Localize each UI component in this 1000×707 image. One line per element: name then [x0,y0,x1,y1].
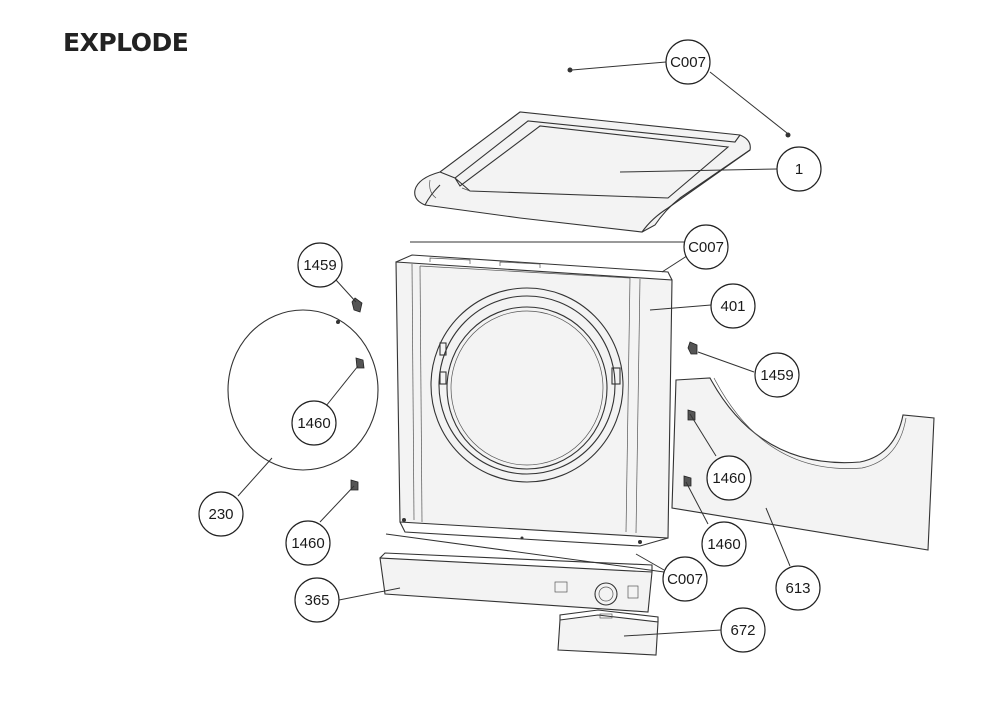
callout-613: 613 [775,565,821,611]
callout-365: 365 [294,577,340,623]
callout-1460-left-upper: 1460 [291,400,337,446]
callout-230-label: 230 [208,506,233,523]
callout-c007-top-label: C007 [670,54,706,71]
kick-panel-part [671,377,935,551]
door-gasket-part [227,309,379,471]
page-title: EXPLODE [63,28,189,57]
callout-1459-right-label: 1459 [760,367,793,384]
clip-1460-left-upper-icon [355,357,365,369]
callout-1460-left-upper-label: 1460 [297,415,330,432]
clip-1459-left-icon [351,297,363,313]
callout-c007-bottom: C007 [662,556,708,602]
callout-1460-right-lower: 1460 [701,521,747,567]
control-panel-part [379,552,653,613]
clip-1460-right-lower-icon [683,475,692,487]
callout-365-label: 365 [304,592,329,609]
callout-1460-right-upper-label: 1460 [712,470,745,487]
clip-1460-right-upper-icon [687,409,696,421]
callout-1460-right-upper: 1460 [706,455,752,501]
callout-613-label: 613 [785,580,810,597]
callout-230: 230 [198,491,244,537]
callout-1460-right-lower-label: 1460 [707,536,740,553]
callout-c007-bottom-label: C007 [667,571,703,588]
callout-1-label: 1 [795,161,803,178]
top-cover-part [414,111,751,233]
callout-672: 672 [720,607,766,653]
screw-top-right-icon [785,132,791,138]
callout-1460-left-lower-label: 1460 [291,535,324,552]
callout-c007-top: C007 [665,39,711,85]
callout-401-label: 401 [720,298,745,315]
callout-401: 401 [710,283,756,329]
detergent-drawer-part [557,609,659,656]
callout-1460-left-lower: 1460 [285,520,331,566]
callout-1459-right: 1459 [754,352,800,398]
front-panel-part [395,254,673,547]
callout-c007-mid-label: C007 [688,239,724,256]
callout-1459-left-label: 1459 [303,257,336,274]
gasket-clip-icon [336,320,340,324]
screw-top-left-icon [567,67,573,73]
callout-672-label: 672 [730,622,755,639]
callout-1459-left: 1459 [297,242,343,288]
callout-1: 1 [776,146,822,192]
leader-lines [237,61,791,637]
clip-1459-right-icon [687,341,698,355]
callout-c007-mid: C007 [683,224,729,270]
